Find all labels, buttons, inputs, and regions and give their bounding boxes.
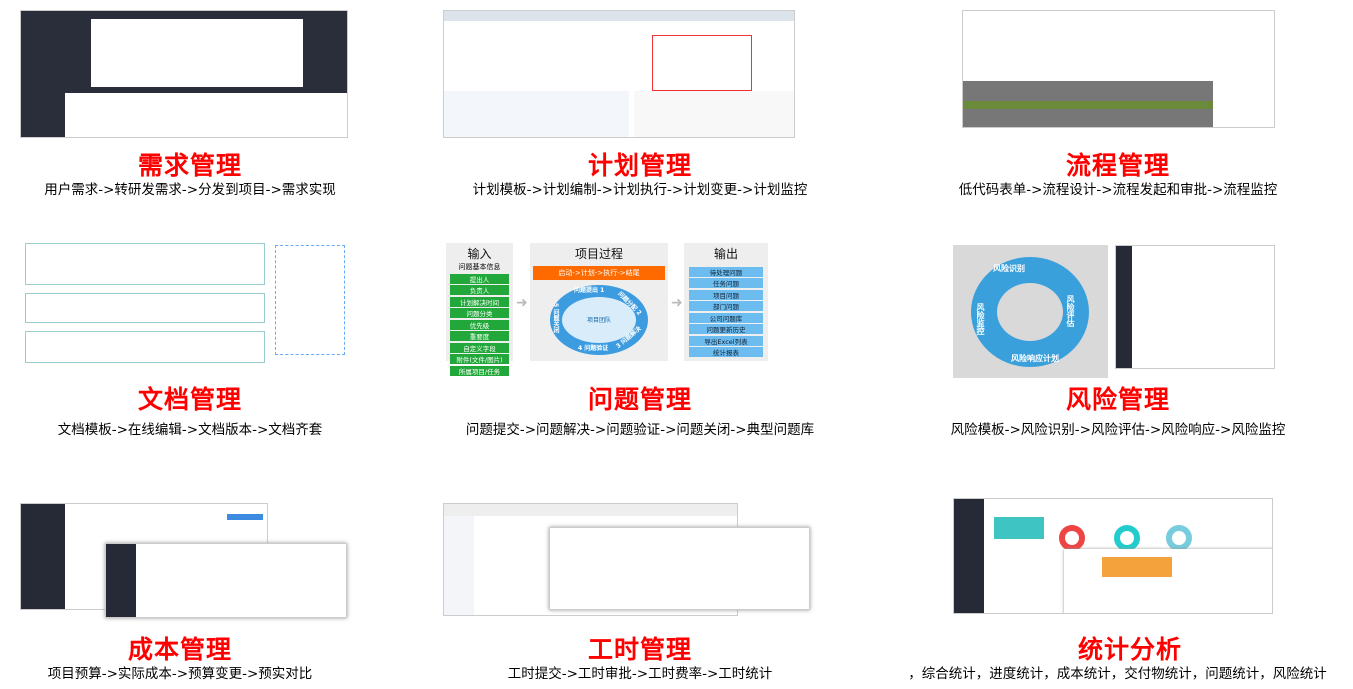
risk-screenshot [1115,245,1275,369]
cycle-step: 问题提出 1 [574,287,605,294]
process-title: 项目过程 [574,247,623,261]
output-item: 统计报表 [689,347,763,357]
module-title: 统计分析 [1077,635,1182,664]
module-caption: 风险模板->风险识别->风险评估->风险响应->风险监控 [950,422,1286,438]
module-title: 计划管理 [587,151,692,180]
cycle-step: 5 问题关闭 [552,303,559,334]
module-title: 成本管理 [127,635,232,664]
plan-screenshot [443,10,795,138]
input-item: 重要度 [450,331,509,341]
document-diagram [25,243,345,363]
output-item: 任务问题 [689,278,763,288]
output-item: 待处理问题 [689,266,763,277]
module-title: 问题管理 [587,385,692,414]
module-title: 流程管理 [1065,151,1170,180]
module-caption: ，综合统计，进度统计，成本统计，交付物统计，问题统计，风险统计 [908,666,1327,682]
statistics-screenshot [953,498,1273,614]
cost-screenshot-overlay [105,543,347,618]
timesheet-screenshot-overlay [549,527,810,610]
input-item: 问题分类 [450,308,509,318]
process-screenshot [962,10,1275,128]
risk-step: 风险响应计划 [1011,354,1059,363]
module-caption: 项目预算->实际成本->预算变更->预实对比 [47,666,313,682]
input-item: 附件(文件/图片) [450,354,509,364]
output-item: 部门问题 [689,301,763,311]
module-caption: 用户需求->转研发需求->分发到项目->需求实现 [44,182,336,198]
input-item: 优先级 [450,319,509,330]
input-item: 负责人 [450,285,509,295]
input-item: 自定义字段 [450,342,509,353]
module-caption: 低代码表单->流程设计->流程发起和审批->流程监控 [958,182,1278,198]
module-title: 风险管理 [1065,385,1170,414]
risk-step: 风险评估 [1066,295,1075,327]
input-item: 所属项目/任务 [450,365,509,376]
input-item: 提出人 [450,273,509,284]
module-caption: 问题提交->问题解决->问题验证->问题关闭->典型问题库 [465,422,815,438]
issue-diagram: 输入 问题基本信息 提出人负责人计划解决时间问题分类优先级重要度自定义字段附件(… [446,243,768,376]
input-title: 输入 [467,247,492,261]
cycle-center: 项目团队 [586,317,611,324]
output-item: 导出Excel列表 [689,335,763,346]
module-title: 需求管理 [137,151,242,180]
output-item: 公司问题库 [689,312,763,323]
arrow-icon: ➜ [516,295,528,311]
output-item: 项目问题 [689,289,763,300]
requirement-screenshot [20,10,348,138]
arrow-icon: ➜ [671,295,683,311]
module-title: 工时管理 [587,635,692,664]
cycle-step: 4 问题验证 [578,345,609,352]
module-title: 文档管理 [137,385,242,414]
input-item: 计划解决时间 [450,296,509,307]
output-title: 输出 [713,247,738,261]
module-caption: 工时提交->工时审批->工时费率->工时统计 [507,666,773,682]
risk-diagram: 风险识别 风险评估 风险响应计划 风险监控 [953,245,1108,378]
input-subtitle: 问题基本信息 [458,263,501,271]
module-caption: 文档模板->在线编辑->文档版本->文档齐套 [57,422,323,438]
module-caption: 计划模板->计划编制->计划执行->计划变更->计划监控 [472,182,808,198]
process-flow: 启动->计划->执行->结尾 [533,266,665,280]
risk-step: 风险识别 [993,264,1025,273]
risk-step: 风险监控 [976,303,985,335]
output-item: 问题更新历史 [689,324,763,334]
